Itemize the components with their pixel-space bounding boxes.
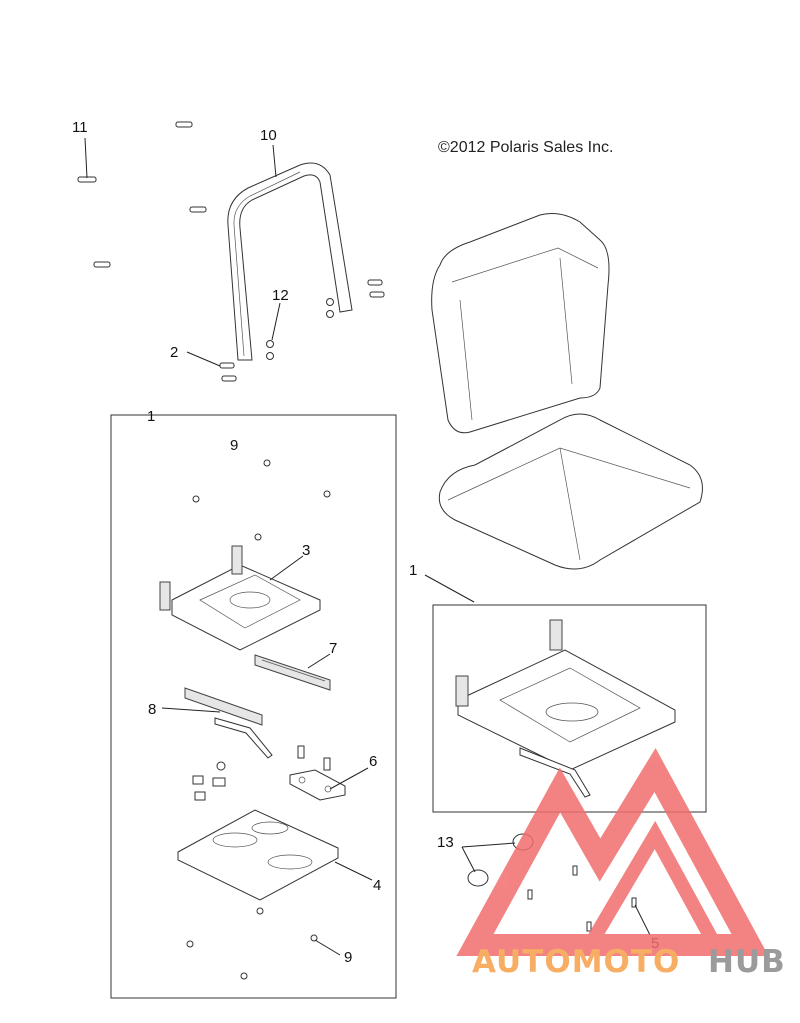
callout-6: 6 [369, 753, 377, 770]
callout-11: 11 [72, 119, 88, 136]
callout-7: 7 [329, 640, 337, 657]
seat-base-assembly [455, 619, 676, 798]
callout-1-left: 1 [147, 408, 155, 425]
screw-parts-5 [527, 865, 637, 932]
callout-13: 13 [437, 834, 454, 851]
slide-rail-part-8 [184, 687, 273, 759]
bolt-parts-11 [77, 121, 385, 382]
copyright-text: ©2012 Polaris Sales Inc. [438, 139, 613, 156]
seat-cushion-part [438, 413, 703, 570]
leader-lines [84, 137, 651, 956]
callout-1-right: 1 [409, 562, 417, 579]
callout-12: 12 [272, 287, 289, 304]
watermark-text-hub: HUB [708, 944, 786, 980]
grab-bar-part [227, 162, 353, 361]
watermark-logo: AUTOMOTO HUB [456, 747, 786, 980]
callout-10: 10 [260, 127, 277, 144]
nut-parts-9 [186, 459, 331, 980]
callout-2: 2 [170, 344, 178, 361]
callout-labels: 11 10 12 2 1 9 3 7 8 6 4 9 1 13 5 [72, 119, 659, 966]
seat-bracket-part-3 [159, 545, 321, 651]
watermark-text-auto: AUTOMOTO [472, 944, 680, 980]
callout-9-bottom: 9 [344, 949, 352, 966]
callout-3: 3 [302, 542, 310, 559]
hardware-parts [192, 745, 331, 801]
base-plate-part-4 [177, 809, 339, 901]
slide-rail-part-7 [254, 654, 331, 691]
seat-back-part [431, 213, 610, 434]
watermark-triangle-icon [456, 747, 769, 956]
callout-4: 4 [373, 877, 381, 894]
callout-8: 8 [148, 701, 156, 718]
spacer-block-part-6 [289, 769, 346, 801]
callout-9-top: 9 [230, 437, 238, 454]
kit-box-left [110, 414, 397, 999]
